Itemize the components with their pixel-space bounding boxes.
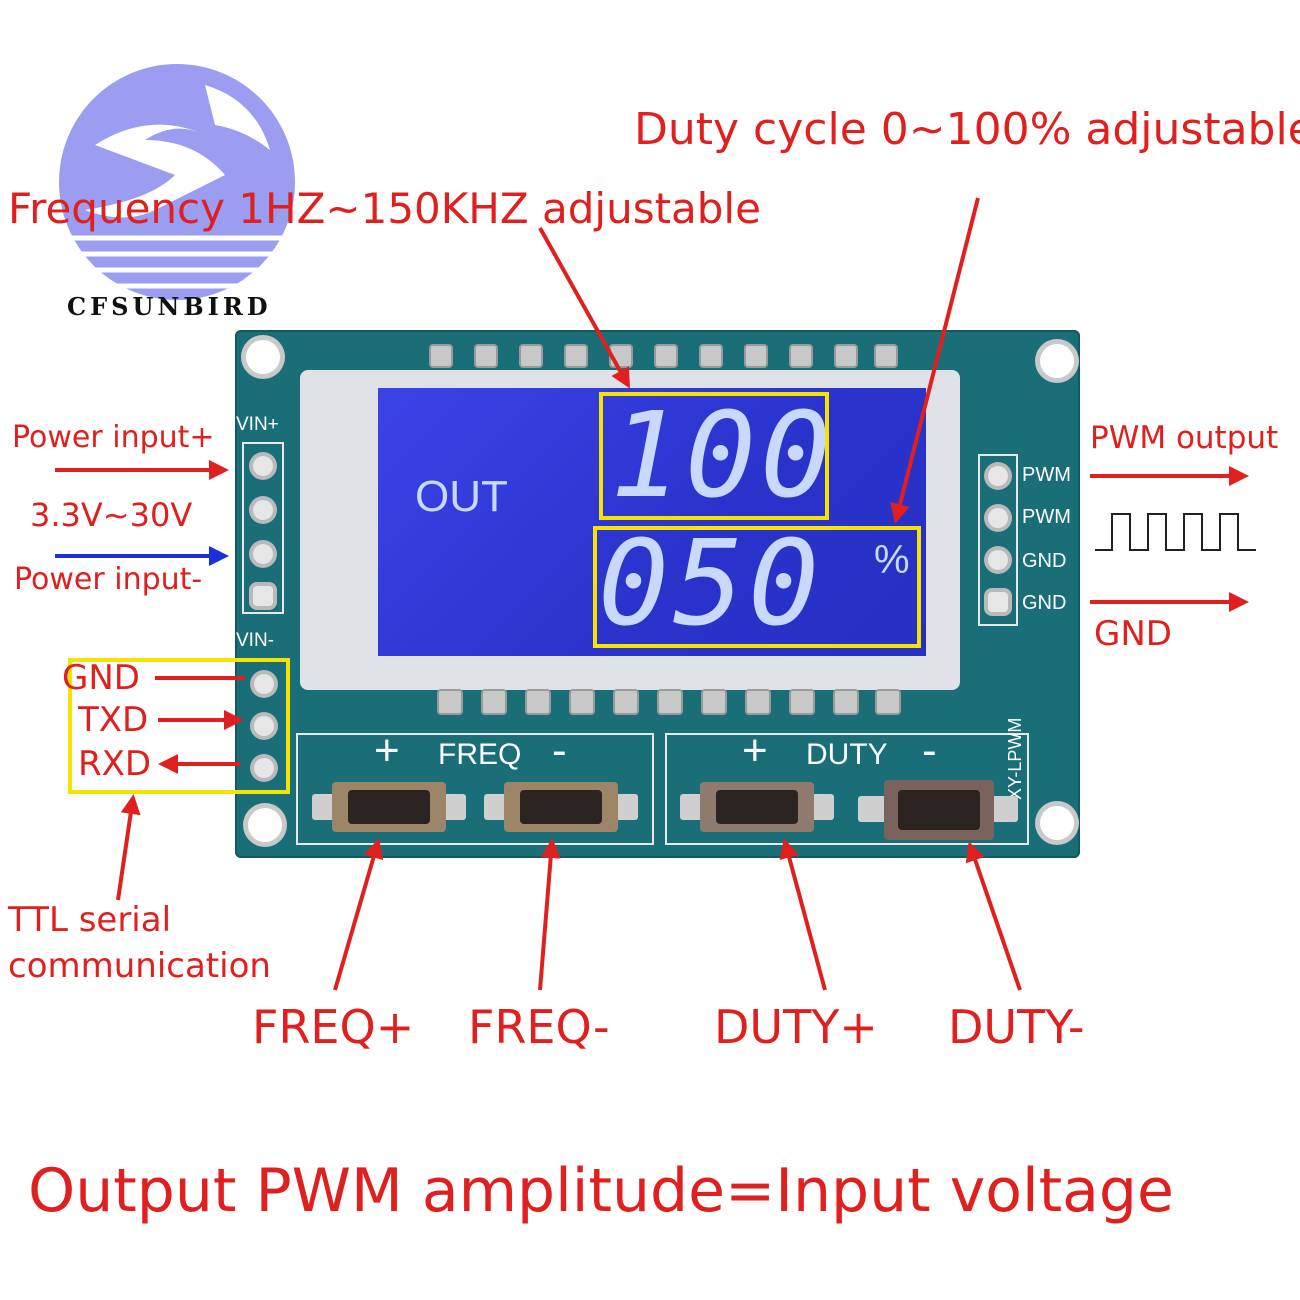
vin-plus-label: VIN+ <box>236 414 279 435</box>
pwm-waveform-icon <box>1095 513 1256 551</box>
mounting-hole <box>246 340 280 374</box>
duty-plus-sign: + <box>742 726 768 775</box>
freq-group-label: FREQ <box>438 738 522 771</box>
pin-label-gnd-1: GND <box>1022 550 1067 572</box>
ttl-serial-label-line2: communication <box>8 946 271 986</box>
frequency-highlight-box <box>599 392 829 520</box>
gnd-serial-label: GND <box>62 658 140 698</box>
freq-minus-label: FREQ- <box>468 1000 610 1054</box>
pin-label-pwm-2: PWM <box>1022 506 1071 528</box>
freq-plus-button[interactable] <box>312 782 466 832</box>
freq-plus-arrow <box>333 838 384 991</box>
frequency-arrow <box>538 227 630 389</box>
duty-minus-button[interactable] <box>858 780 1018 840</box>
duty-button-panel <box>665 733 1029 845</box>
duty-minus-arrow <box>965 841 1022 991</box>
power-input-plus-label: Power input+ <box>12 420 215 455</box>
serial-pin <box>254 758 274 778</box>
duty-plus-button[interactable] <box>680 782 834 832</box>
mounting-hole <box>1040 806 1074 840</box>
vin-pin <box>253 586 273 606</box>
sunbird-logo-icon <box>59 64 295 300</box>
lcd-screen <box>378 388 926 656</box>
pin-label-gnd-2: GND <box>1022 592 1067 614</box>
mounting-hole <box>1040 344 1074 378</box>
power-input-minus-label: Power input- <box>14 562 203 597</box>
freq-minus-arrow <box>538 838 561 991</box>
duty-cycle-annotation: Duty cycle 0~100% adjustable <box>634 104 1300 155</box>
pin-label-pwm-1: PWM <box>1022 464 1071 486</box>
lcd-percent-unit: % <box>874 538 910 582</box>
lcd-out-label: OUT <box>415 472 508 521</box>
duty-highlight-box <box>593 526 921 648</box>
freq-plus-sign: + <box>374 726 400 775</box>
lcd-frequency-value: 100 <box>610 386 836 524</box>
output-pin <box>988 550 1008 570</box>
vin-header <box>242 442 284 614</box>
output-pin <box>988 508 1008 528</box>
serial-pin <box>254 716 274 736</box>
mounting-hole <box>248 808 282 842</box>
freq-minus-sign: - <box>552 726 567 775</box>
output-pin <box>988 592 1008 612</box>
ttl-serial-label-line1: TTL serial <box>8 900 172 940</box>
duty-minus-sign: - <box>922 726 937 775</box>
serial-pin <box>254 674 274 694</box>
duty-minus-label: DUTY- <box>948 1000 1085 1054</box>
vin-pin <box>253 544 273 564</box>
output-header <box>978 454 1018 626</box>
brand-name: CFSUNBIRD <box>67 292 272 321</box>
txd-label: TXD <box>78 700 149 740</box>
vin-pin <box>253 456 273 476</box>
freq-minus-button[interactable] <box>484 782 638 832</box>
brand-logo: CFSUNBIRD <box>55 50 305 340</box>
gnd-output-label: GND <box>1094 614 1172 654</box>
duty-plus-label: DUTY+ <box>714 1000 878 1054</box>
pwm-output-label: PWM output <box>1090 420 1279 456</box>
footer-caption: Output PWM amplitude=Input voltage <box>28 1156 1174 1226</box>
serial-highlight-box <box>68 658 290 794</box>
freq-button-panel <box>296 733 654 845</box>
vin-pin <box>253 500 273 520</box>
rxd-label: RXD <box>78 744 152 784</box>
duty-plus-arrow <box>779 838 827 991</box>
vin-minus-label: VIN- <box>236 630 274 651</box>
voltage-range-label: 3.3V~30V <box>30 496 193 534</box>
lcd-duty-value: 050 <box>598 514 824 652</box>
output-pin <box>988 466 1008 486</box>
frequency-annotation: Frequency 1HZ~150KHZ adjustable <box>8 184 761 233</box>
duty-group-label: DUTY <box>806 738 888 771</box>
ttl-arrow <box>116 794 141 901</box>
duty-arrow <box>890 197 980 524</box>
freq-plus-label: FREQ+ <box>252 1000 415 1054</box>
